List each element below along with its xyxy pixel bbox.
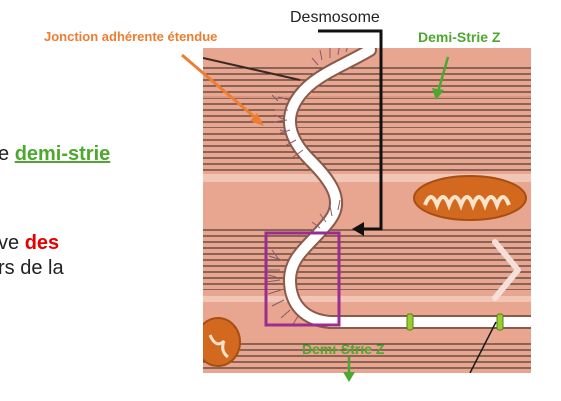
label-demi-strie-top: Demi-Strie Z	[418, 29, 500, 45]
myofibril-band-lower	[203, 226, 531, 290]
label-desmosome: Desmosome	[290, 9, 380, 27]
label-jonction-adherente: Jonction adhérente étendue	[44, 29, 217, 44]
mitochondrion-right	[414, 176, 526, 220]
mitochondrion-left	[196, 318, 240, 366]
myofibril-band-middle	[203, 130, 531, 174]
label-demi-strie-bottom: Demi-Strie Z	[302, 341, 384, 357]
